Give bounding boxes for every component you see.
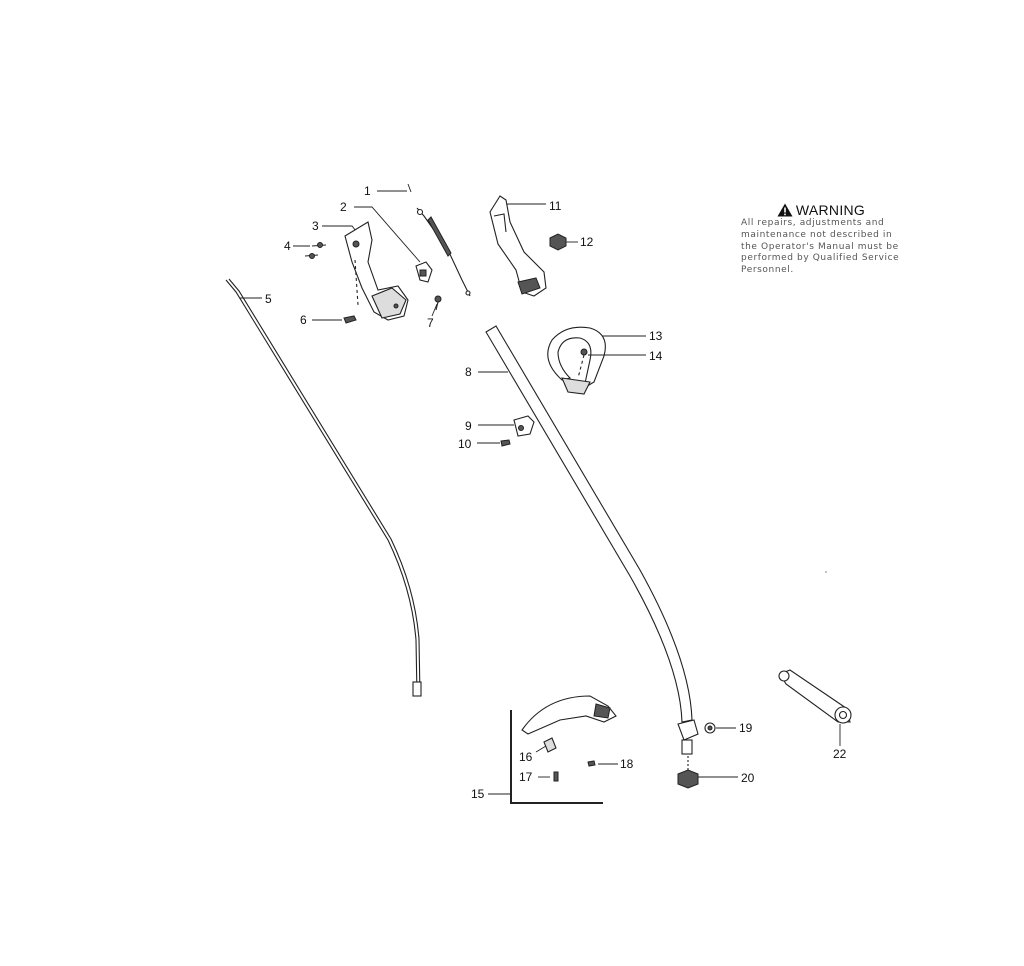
part-10-screw xyxy=(477,439,511,447)
warning-title-row: WARNING xyxy=(741,202,901,218)
callout-18: 18 xyxy=(620,757,634,771)
callout-13: 13 xyxy=(649,329,663,343)
callout-2: 2 xyxy=(340,200,347,214)
warning-title: WARNING xyxy=(795,202,866,218)
part-20-drive-nut xyxy=(677,756,738,789)
callout-10: 10 xyxy=(458,437,472,451)
part-22-wrench xyxy=(778,669,852,746)
part-3-rear-handle xyxy=(322,221,409,321)
warning-line-2: maintenance not described in xyxy=(741,229,893,240)
part-6-screw xyxy=(312,315,357,324)
callout-9: 9 xyxy=(465,419,472,433)
part-1-throttle-cable xyxy=(407,183,471,297)
part-18-screw xyxy=(587,760,618,767)
callout-3: 3 xyxy=(312,219,319,233)
part-4-screws xyxy=(293,242,359,306)
callout-22: 22 xyxy=(833,747,847,761)
warning-line-5: Personnel. xyxy=(741,265,794,276)
part-15-guard-kit xyxy=(488,710,603,804)
callout-5: 5 xyxy=(265,292,272,306)
callout-19: 19 xyxy=(739,721,753,735)
callout-7: 7 xyxy=(427,316,434,330)
callout-12: 12 xyxy=(580,235,594,249)
warning-line-1: All repairs, adjustments and xyxy=(741,218,885,228)
part-19-nut xyxy=(677,719,736,755)
callout-6: 6 xyxy=(300,313,307,327)
part-7-screw xyxy=(431,295,442,317)
part-9-clamp xyxy=(478,415,535,437)
warning-line-3: the Operator's Manual must be xyxy=(741,241,899,252)
part-13-assist-handle xyxy=(547,326,646,395)
callout-15: 15 xyxy=(471,787,485,801)
part-12-nut xyxy=(549,233,578,251)
part-16-guard xyxy=(521,695,617,753)
callout-20: 20 xyxy=(741,771,755,785)
warning-line-4: performed by Qualified Service xyxy=(741,253,900,264)
callout-14: 14 xyxy=(649,349,663,363)
callout-16: 16 xyxy=(519,750,533,764)
callout-4: 4 xyxy=(284,239,291,253)
warning-triangle-icon xyxy=(777,203,793,217)
part-2-switch-wire xyxy=(354,206,433,283)
callout-1: 1 xyxy=(364,184,371,198)
warning-text: All repairs, adjustments and maintenance… xyxy=(741,218,901,277)
part-5-drive-shaft xyxy=(225,278,422,697)
warning-notice: WARNING All repairs, adjustments and mai… xyxy=(741,202,901,277)
part-11-handle-housing xyxy=(489,195,547,297)
callout-8: 8 xyxy=(465,365,472,379)
part-17-screw xyxy=(538,771,559,782)
callout-11: 11 xyxy=(549,199,562,213)
part-14-screw xyxy=(577,348,646,379)
callout-17: 17 xyxy=(519,770,533,784)
speck xyxy=(825,571,827,573)
